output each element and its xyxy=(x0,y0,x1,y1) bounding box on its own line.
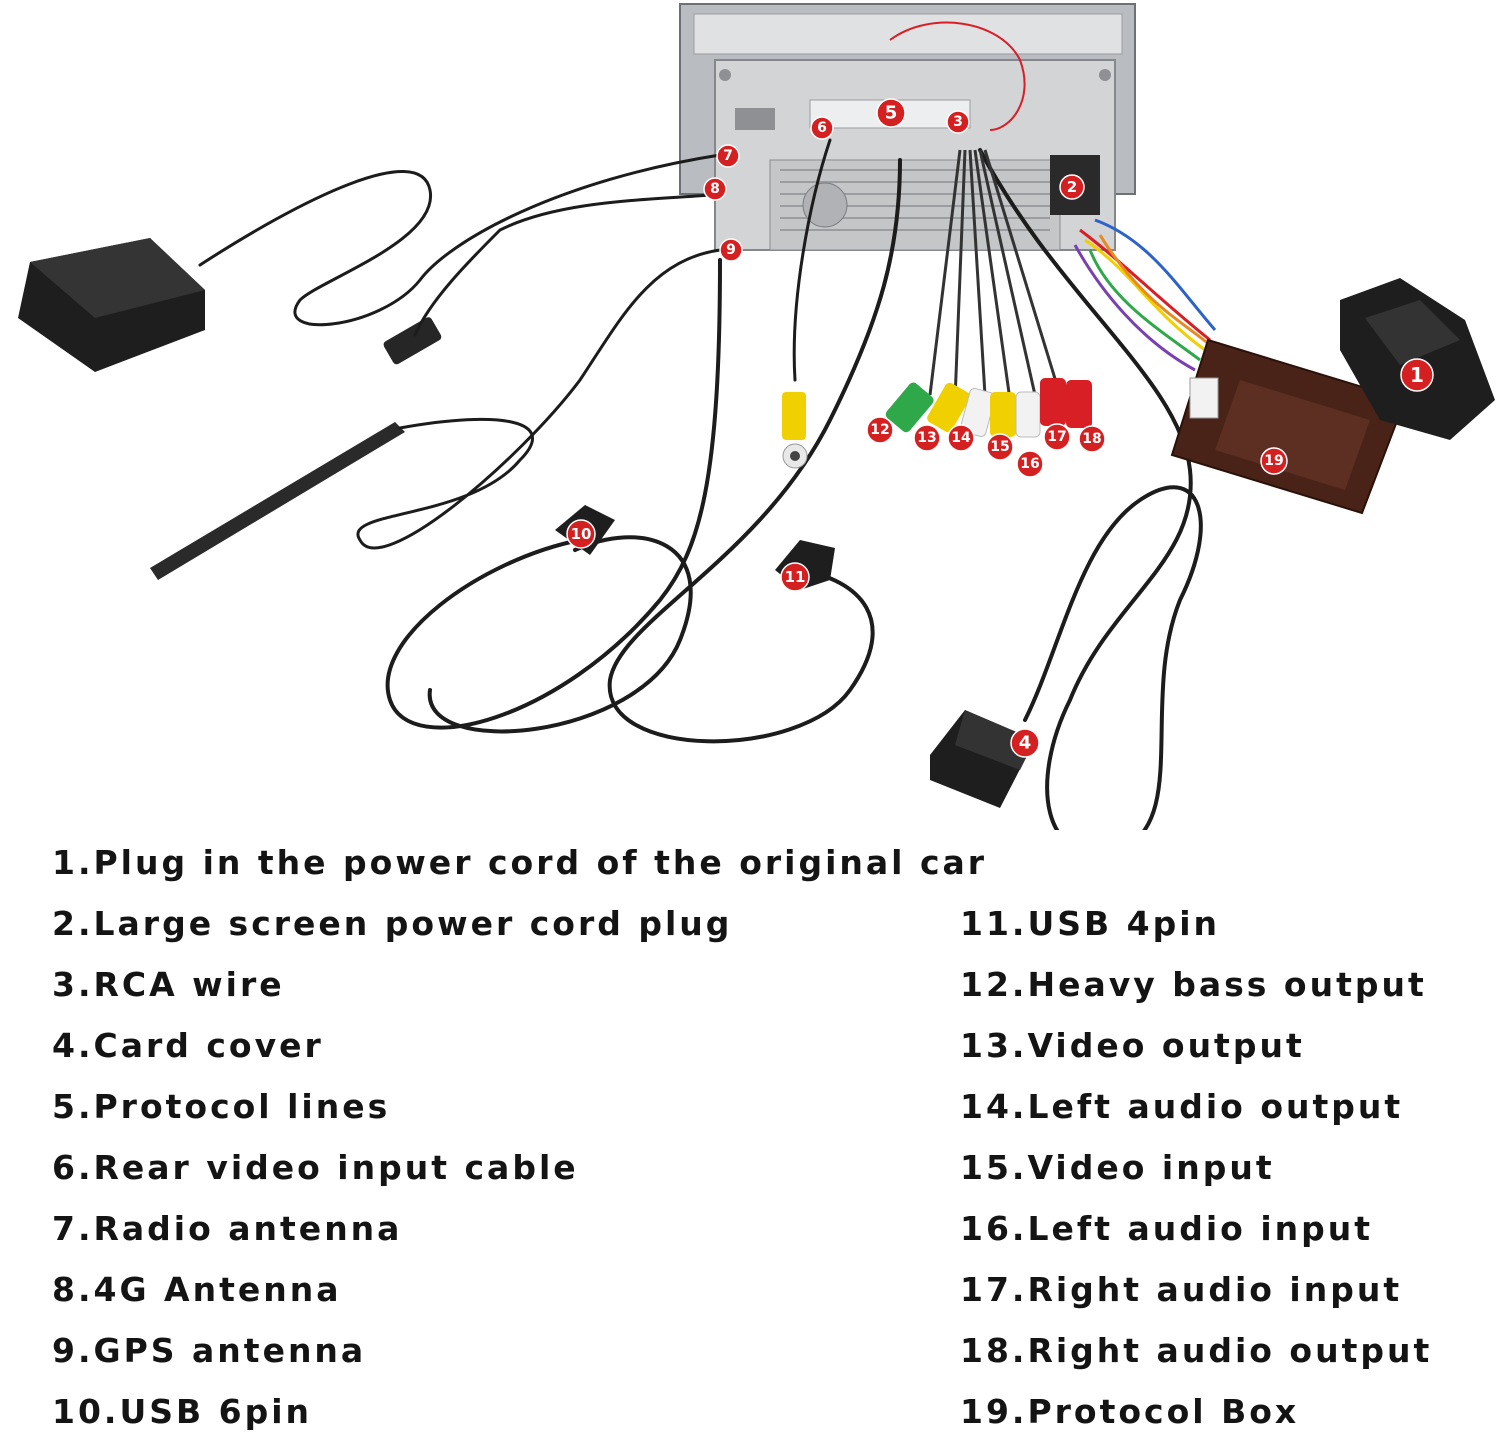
legend-item-6: 6.Rear video input cable xyxy=(52,1148,579,1187)
can-bus-decoder-box xyxy=(1170,338,1407,515)
cables xyxy=(198,138,1203,830)
legend-right-column: 11.USB 4pin 12.Heavy bass output 13.Vide… xyxy=(960,904,1432,1453)
marker-5-label: 5 xyxy=(885,103,898,124)
marker-9-label: 9 xyxy=(726,242,736,258)
marker-17-label: 17 xyxy=(1047,429,1066,445)
legend-item-11: 11.USB 4pin xyxy=(960,904,1221,943)
head-unit xyxy=(679,3,1136,251)
legend-item-7: 7.Radio antenna xyxy=(52,1209,403,1248)
marker-15-label: 15 xyxy=(990,439,1009,455)
marker-11: 11 xyxy=(780,562,810,592)
marker-13-label: 13 xyxy=(917,430,936,446)
marker-2: 2 xyxy=(1059,174,1085,200)
marker-12-label: 12 xyxy=(870,422,889,438)
legend-item-13: 13.Video output xyxy=(960,1026,1305,1065)
rca-yellow-video-in xyxy=(990,392,1016,437)
card-cover xyxy=(930,710,1035,808)
legend-item-1: 1.Plug in the power cord of the original… xyxy=(52,843,988,882)
legend-item-12: 12.Heavy bass output xyxy=(960,965,1427,1004)
marker-10: 10 xyxy=(566,519,596,549)
marker-18: 18 xyxy=(1078,425,1106,453)
legend-item-17: 17.Right audio input xyxy=(960,1270,1403,1309)
gps-puck xyxy=(18,238,205,372)
marker-10-label: 10 xyxy=(571,525,592,543)
marker-7: 7 xyxy=(716,144,740,168)
marker-19-label: 19 xyxy=(1264,453,1283,469)
wiring-diagram-photo: 1 2 3 4 5 6 7 8 9 10 11 12 13 14 15 16 1… xyxy=(18,3,1495,830)
marker-6: 6 xyxy=(810,116,834,140)
wire-harness xyxy=(889,21,1217,372)
marker-1-label: 1 xyxy=(1410,363,1424,387)
marker-3: 3 xyxy=(946,110,970,134)
marker-7-label: 7 xyxy=(723,148,733,164)
rca-connectors xyxy=(782,378,1092,469)
marker-15: 15 xyxy=(986,433,1014,461)
rca-red-right-in xyxy=(1040,378,1066,426)
marker-16-label: 16 xyxy=(1020,456,1039,472)
marker-9: 9 xyxy=(719,238,743,262)
marker-1: 1 xyxy=(1400,358,1434,392)
legend-item-9: 9.GPS antenna xyxy=(52,1331,367,1370)
marker-17: 17 xyxy=(1043,423,1071,451)
legend-item-5: 5.Protocol lines xyxy=(52,1087,391,1126)
marker-16: 16 xyxy=(1016,450,1044,478)
marker-11-label: 11 xyxy=(785,568,806,586)
rca-yellow-video-out xyxy=(927,382,971,433)
marker-5: 5 xyxy=(876,98,906,128)
legend-item-2: 2.Large screen power cord plug xyxy=(52,904,733,943)
legend-item-14: 14.Left audio output xyxy=(960,1087,1404,1126)
legend-item-18: 18.Right audio output xyxy=(960,1331,1433,1370)
legend-item-3: 3.RCA wire xyxy=(52,965,285,1004)
marker-14: 14 xyxy=(947,424,975,452)
marker-6-label: 6 xyxy=(817,120,827,136)
legend-item-16: 16.Left audio input xyxy=(960,1209,1374,1248)
rca-wires xyxy=(928,149,1062,401)
4g-antenna-stick xyxy=(150,422,405,580)
marker-3-label: 3 xyxy=(953,114,963,130)
radio-antenna-plug xyxy=(383,317,442,365)
rca-red-right-out xyxy=(1066,380,1092,428)
legend-item-4: 4.Card cover xyxy=(52,1026,324,1065)
marker-4: 4 xyxy=(1010,728,1040,758)
rca-white-left-in xyxy=(1015,391,1041,438)
legend-item-15: 15.Video input xyxy=(960,1148,1275,1187)
marker-8: 8 xyxy=(703,177,727,201)
legend-item-8: 8.4G Antenna xyxy=(52,1270,342,1309)
marker-2-label: 2 xyxy=(1067,178,1077,196)
rca-yellow-rear-camera xyxy=(782,392,808,469)
marker-4-label: 4 xyxy=(1019,733,1032,754)
marker-18-label: 18 xyxy=(1082,431,1101,447)
marker-14-label: 14 xyxy=(951,430,971,446)
marker-13: 13 xyxy=(913,424,941,452)
legend-item-10: 10.USB 6pin xyxy=(52,1392,313,1431)
marker-8-label: 8 xyxy=(710,181,720,197)
legend-item-19: 19.Protocol Box xyxy=(960,1392,1300,1431)
legend-left-column: 1.Plug in the power cord of the original… xyxy=(52,843,987,1453)
rca-green xyxy=(885,382,934,433)
marker-19: 19 xyxy=(1260,447,1288,475)
marker-12: 12 xyxy=(866,416,894,444)
